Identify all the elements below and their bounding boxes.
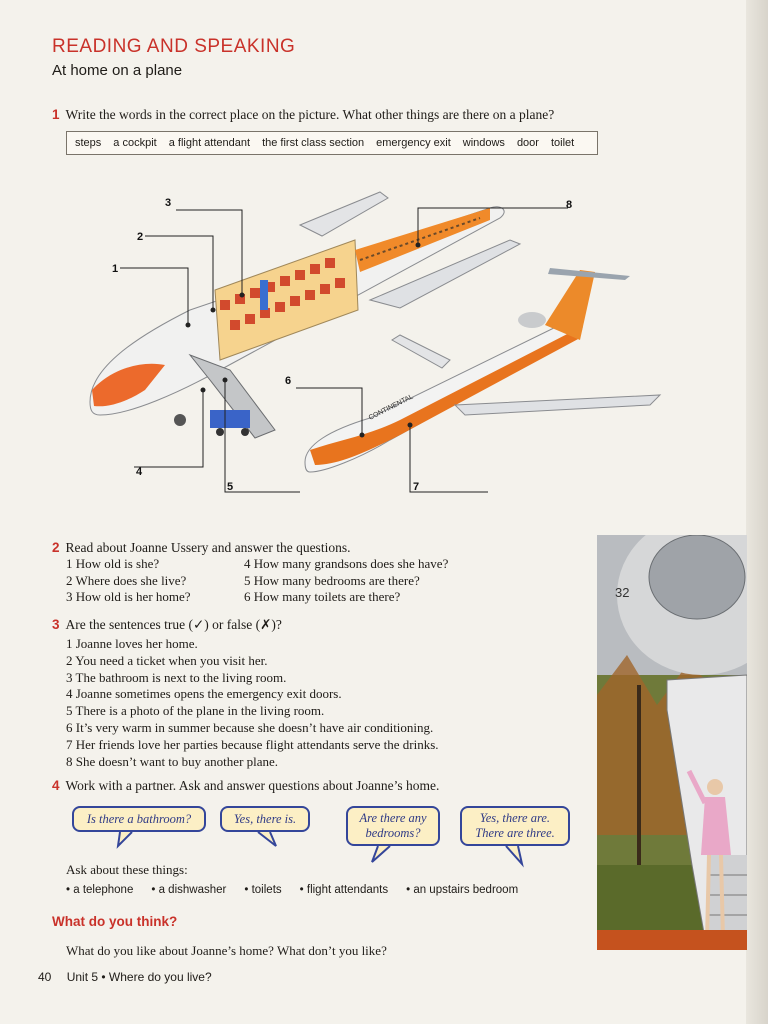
exercise-instruction: Work with a partner. Ask and answer ques…: [65, 778, 440, 793]
sentence-item: 5 There is a photo of the plane in the l…: [66, 703, 325, 719]
speech-bubble: Yes, there is.: [220, 806, 310, 832]
exercise-4: 4 Work with a partner. Ask and answer que…: [52, 778, 439, 794]
speech-bubble: Is there a bathroom?: [72, 806, 206, 832]
word: a flight attendant: [168, 137, 251, 149]
label-8: 8: [566, 199, 572, 211]
word: emergency exit: [376, 137, 451, 149]
word: door: [516, 137, 539, 149]
thing-item: toilets: [244, 884, 282, 896]
page-number: 40: [38, 970, 52, 984]
question-item: 3 How old is her home?: [66, 589, 191, 604]
label-1: 1: [112, 263, 118, 275]
thing-item: flight attendants: [300, 884, 388, 896]
unit-title: Unit 5 • Where do you live?: [66, 970, 212, 984]
label-5: 5: [227, 481, 233, 493]
label-7: 7: [413, 481, 419, 493]
thing-item: a telephone: [66, 884, 133, 896]
sentence-list: 1 Joanne loves her home. 2 You need a ti…: [66, 636, 439, 770]
exercise-instruction: Read about Joanne Ussery and answer the …: [65, 540, 351, 555]
question-item: 1 How old is she?: [66, 556, 160, 571]
plane-diagram: CONTINENTAL 1 2 3 4 5 6 7 8: [89, 191, 662, 493]
exercise-number: 4: [52, 778, 60, 793]
exercise-1: 1 Write the words in the correct place on…: [52, 107, 554, 123]
label-2: 2: [137, 231, 143, 243]
exercise-2: 2 Read about Joanne Ussery and answer the…: [52, 540, 350, 556]
question-item: 2 Where does she live?: [66, 572, 187, 588]
question-item: 6 How many toilets are there?: [244, 589, 401, 604]
things-list: a telephone a dishwasher toilets flight …: [66, 884, 518, 896]
exercise-3: 3 Are the sentences true (✓) or false (✗)…: [52, 617, 282, 633]
page-footer: 40 Unit 5 • Where do you live?: [38, 970, 212, 984]
what-do-you-think-text: What do you like about Joanne’s home? Wh…: [66, 943, 387, 958]
question-item: 4 How many grandsons does she have?: [244, 556, 449, 571]
ask-label: Ask about these things:: [66, 862, 188, 877]
sentence-item: 4 Joanne sometimes opens the emergency e…: [66, 686, 342, 702]
word: a cockpit: [113, 137, 157, 149]
word: toilet: [550, 137, 575, 149]
sentence-item: 8 She doesn’t want to buy another plane.: [66, 753, 279, 769]
speech-bubble: Yes, there are. There are three.: [460, 806, 570, 846]
exercise-instruction: Are the sentences true (✓) or false (✗)?: [65, 617, 282, 632]
thing-item: an upstairs bedroom: [406, 884, 518, 896]
word: windows: [462, 137, 505, 149]
exercise-number: 3: [52, 617, 60, 632]
sentence-item: 6 It’s very warm in summer because she d…: [66, 719, 434, 735]
word-box: steps a cockpit a flight attendant the f…: [66, 131, 598, 155]
exercise-number: 1: [52, 107, 60, 122]
exercise-instruction: Write the words in the correct place on …: [65, 107, 555, 122]
word: steps: [75, 137, 102, 149]
sentence-item: 7 Her friends love her parties because f…: [66, 736, 439, 752]
question-list: 1 How old is she? 4 How many grandsons d…: [66, 556, 506, 606]
plane-exterior-illustration: CONTINENTAL: [304, 268, 662, 473]
door-number: 32: [615, 585, 629, 600]
sentence-item: 3 The bathroom is next to the living roo…: [66, 669, 287, 685]
label-3: 3: [165, 197, 171, 209]
speech-bubble: Are there any bedrooms?: [346, 806, 440, 846]
section-title: READING AND SPEAKING: [52, 36, 296, 57]
section-subtitle: At home on a plane: [52, 62, 183, 79]
joanne-photo: 32: [597, 535, 747, 950]
word: the first class section: [262, 137, 365, 149]
sentence-item: 1 Joanne loves her home.: [66, 636, 198, 651]
what-do-you-think-heading: What do you think?: [52, 914, 178, 929]
sentence-item: 2 You need a ticket when you visit her.: [66, 652, 268, 668]
exercise-number: 2: [52, 540, 60, 555]
page-edge: [746, 0, 768, 1024]
label-4: 4: [136, 466, 143, 478]
question-item: 5 How many bedrooms are there?: [244, 572, 420, 588]
cutaway-plane-illustration: [89, 191, 522, 439]
thing-item: a dishwasher: [151, 884, 227, 896]
label-6: 6: [285, 375, 291, 387]
